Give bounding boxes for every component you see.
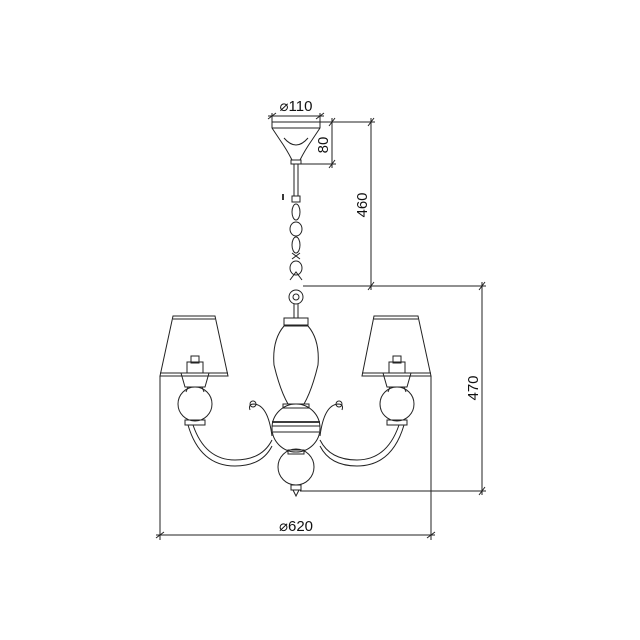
dim-canopy-height-label: 80: [315, 137, 332, 154]
dim-canopy-diameter-label: ⌀110: [280, 98, 313, 115]
dim-overall-diameter: ⌀620: [155, 376, 436, 540]
right-lamp-shade: [361, 315, 432, 377]
central-column: [271, 317, 321, 498]
dim-body-height: 470: [300, 281, 486, 496]
left-arm: [177, 355, 273, 467]
suspension-chain: [282, 164, 303, 281]
top-hook-ring: [288, 289, 304, 318]
dim-overall-diameter-label: ⌀620: [279, 518, 313, 535]
dim-drop-height-label: 460: [354, 192, 371, 217]
dim-canopy-height: 80: [301, 117, 336, 169]
dim-drop-height: 460: [303, 117, 375, 291]
dim-canopy-diameter: ⌀110: [267, 98, 325, 122]
dim-body-height-label: 470: [465, 375, 482, 400]
ceiling-canopy: [271, 121, 321, 165]
left-lamp-shade: [159, 315, 229, 377]
